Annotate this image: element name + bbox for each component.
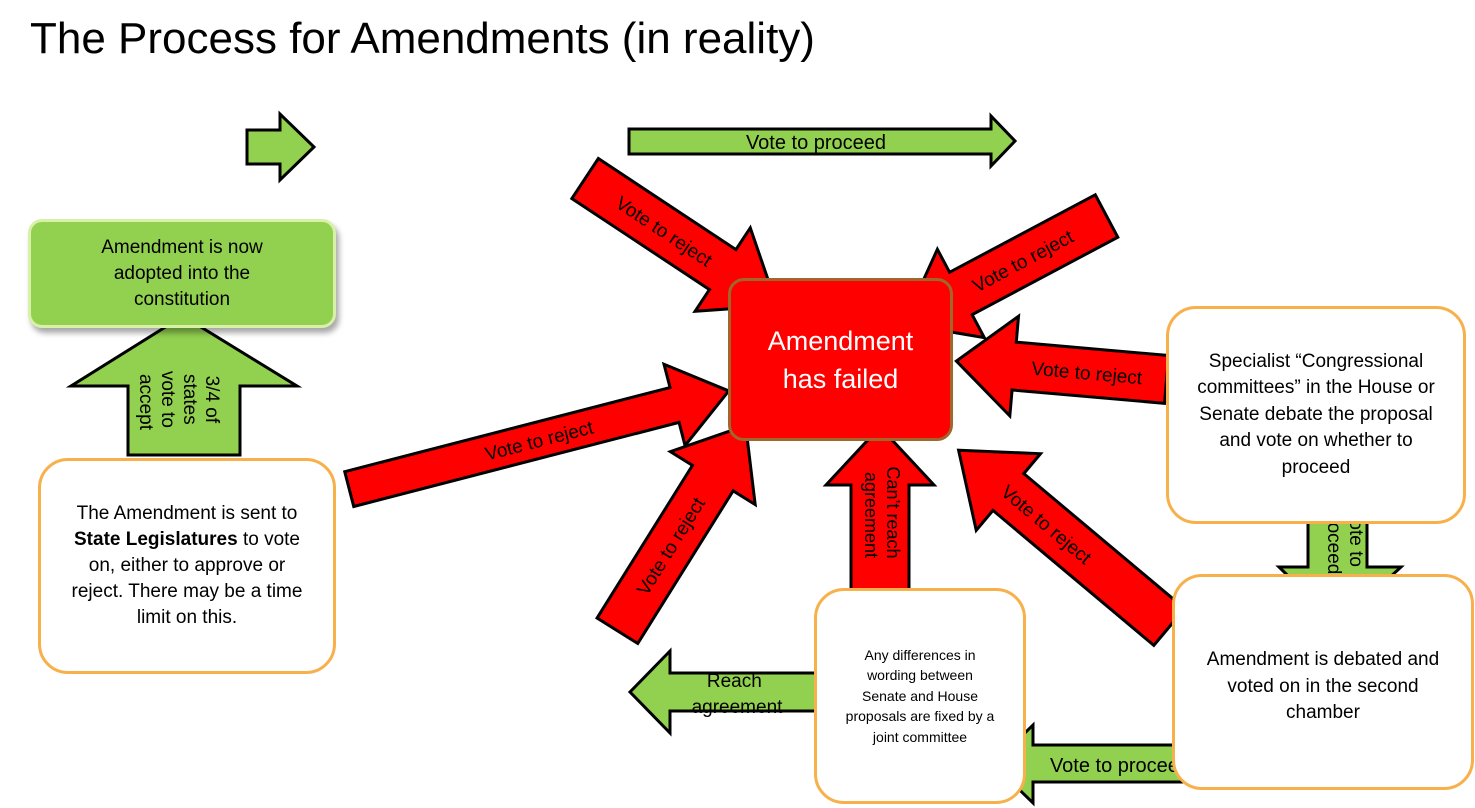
small-green-arrow: [245, 110, 317, 184]
arrow-reject-lower-left: Vote to reject: [594, 423, 758, 646]
svg-text:3/4 of states vote: 3/4 of states vote to accept: [135, 371, 222, 433]
cant-reach-line-1: Can’t reach: [883, 466, 903, 558]
joint-committee-box: Any differences in wording between Senat…: [814, 588, 1026, 804]
state-legislatures-box: The Amendment is sent to State Legislatu…: [38, 458, 336, 674]
failed-box: Amendment has failed: [728, 278, 953, 441]
page-title: The Process for Amendments (in reality): [30, 14, 815, 63]
arrow-reach-agreement: [627, 647, 827, 737]
arrow-cant-reach: Can’t reach agreement: [822, 424, 938, 592]
arrow-states-accept: [65, 314, 303, 457]
svg-text:Can’t reach agreement: Can’t reach agreement: [861, 466, 903, 563]
specialist-text: Specialist “Congressional committees” in…: [1197, 350, 1435, 478]
joint-committee-text: Any differences in wording between Senat…: [845, 646, 995, 745]
failed-text: Amendment has failed: [767, 325, 914, 394]
second-chamber-text: Amendment is debated and voted on in the…: [1206, 649, 1440, 723]
second-chamber-box: Amendment is debated and voted on in the…: [1172, 574, 1474, 790]
adopted-box: Amendment is now adopted into the consti…: [28, 219, 336, 328]
arrow-reject-right: Vote to reject: [954, 313, 1171, 420]
specialist-box: Specialist “Congressional committees” in…: [1166, 306, 1466, 524]
state-legislatures-suffix: to vote on, either to approve or reject.…: [71, 529, 303, 628]
arrow-top-proceed-label: Vote to proceed: [746, 132, 886, 154]
state-legislatures-prefix: The Amendment is sent to: [76, 503, 298, 524]
adopted-text: Amendment is now adopted into the consti…: [101, 236, 263, 310]
arrow-top-proceed: [627, 112, 1018, 170]
arrow-reject-upper-right: Vote to reject: [901, 192, 1120, 340]
cant-reach-line-2: agreement: [861, 472, 881, 558]
state-legislatures-bold: State Legislatures: [74, 529, 238, 550]
arrow-bottom-proceed-label: Vote to proceed: [1050, 755, 1190, 777]
arrow-reach-agreement-label: Reach agreement: [692, 671, 784, 718]
arrow-states-accept-label: 3/4 of states vote to accept: [135, 371, 222, 433]
